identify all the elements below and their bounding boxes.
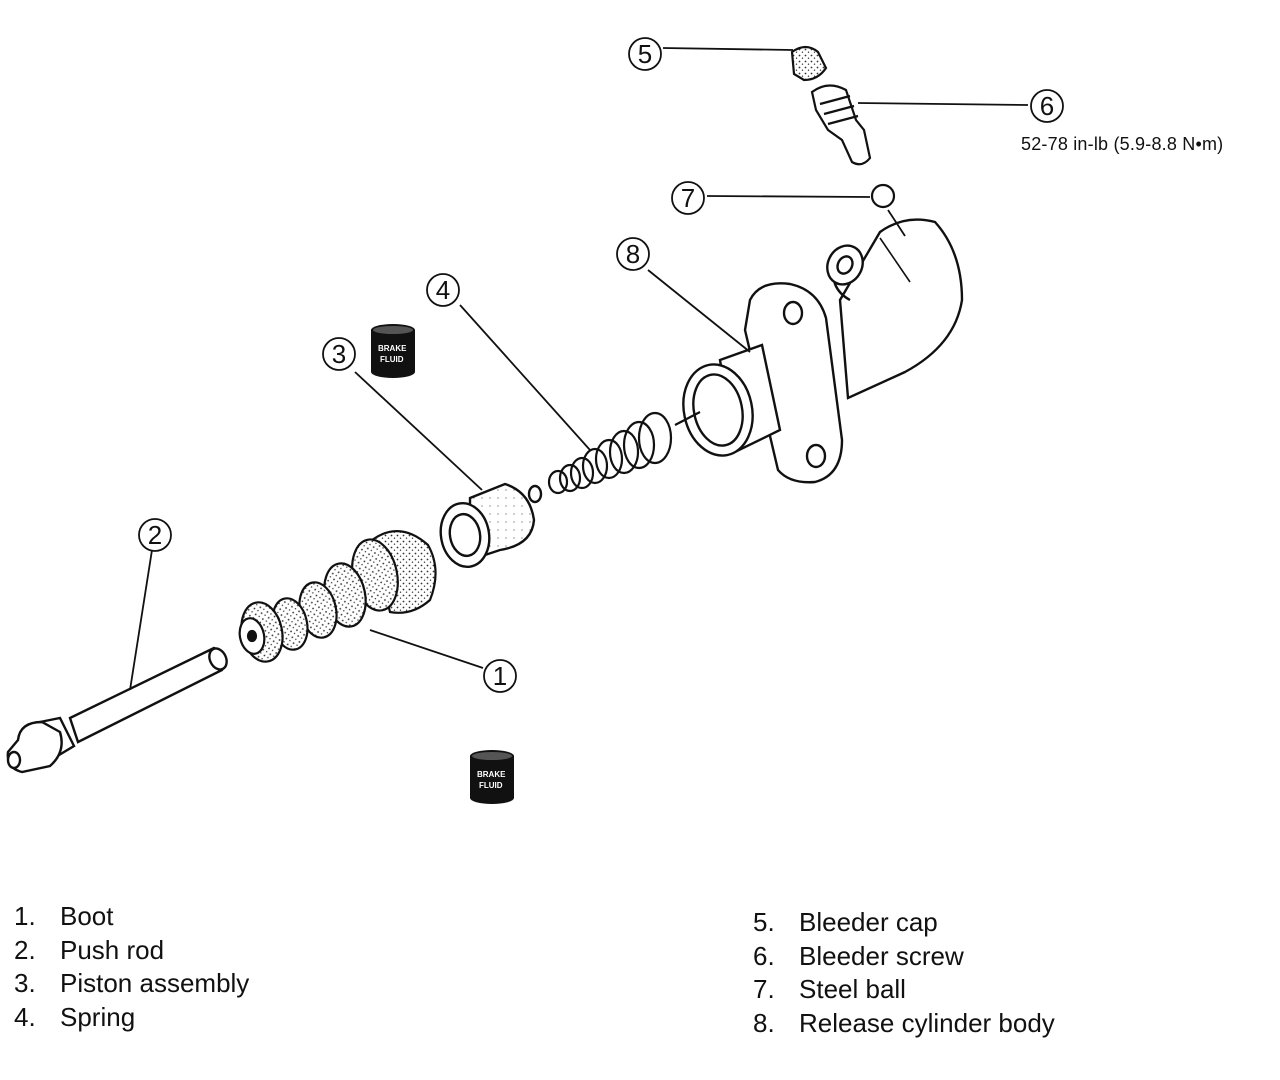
legend-label: Piston assembly <box>60 968 250 998</box>
release-cylinder-body <box>682 218 964 484</box>
legend-item: 2. Push rod <box>14 934 249 968</box>
legend-number: 4. <box>14 1001 36 1032</box>
callout-8: 8 <box>616 237 650 271</box>
legend-number: 2. <box>14 934 36 965</box>
legend-item: 3. Piston assembly <box>14 967 249 1001</box>
bleeder-screw <box>810 84 872 166</box>
badge-line1: BRAKE <box>477 770 506 779</box>
callout-3: 3 <box>322 337 356 371</box>
torque-spec: 52-78 in-lb (5.9-8.8 N•m) <box>1021 134 1224 154</box>
callout-2: 2 <box>138 518 172 552</box>
legend-item: 5. Bleeder cap <box>753 906 1055 940</box>
legend-left: 1. Boot 2. Push rod 3. Piston assembly 4. Sp… <box>14 900 249 1034</box>
legend-number: 8. <box>753 1007 775 1038</box>
bleeder-cap <box>790 45 828 82</box>
badge-line2: FLUID <box>380 355 404 364</box>
legend-item: 8. Release cylinder body <box>753 1007 1055 1041</box>
legend-number: 6. <box>753 940 775 971</box>
legend-label: Boot <box>60 901 114 931</box>
legend-item: 1. Boot <box>14 900 249 934</box>
callout-6: 6 <box>1030 89 1064 123</box>
callout-4: 4 <box>426 273 460 307</box>
callout-7: 7 <box>671 181 705 215</box>
callout-number: 6 <box>1040 91 1054 121</box>
legend-number: 7. <box>753 974 775 1004</box>
steel-ball <box>870 183 896 209</box>
legend-label: Bleeder cap <box>799 907 938 937</box>
callout-number: 1 <box>493 661 507 691</box>
callout-number: 3 <box>332 339 346 369</box>
push-rod <box>6 646 228 774</box>
legend-label: Push rod <box>60 934 165 965</box>
legend-number: 3. <box>14 968 36 998</box>
legend-right: 5. Bleeder cap 6. Bleeder screw 7. Steel ba… <box>753 906 1055 1040</box>
legend-label: Spring <box>60 1001 136 1032</box>
legend-number: 1. <box>14 901 36 931</box>
legend-item: 7. Steel ball <box>753 973 1055 1007</box>
legend-item: 4. Spring <box>14 1001 249 1035</box>
brake-fluid-badge-lower: BRAKE FLUID <box>470 750 514 804</box>
exploded-view-diagram: BRAKE FLUID BRAKE FLUID 5 6 7 8 <box>6 37 1064 804</box>
callout-5: 5 <box>628 37 662 71</box>
badge-line2: FLUID <box>479 781 503 790</box>
callout-number: 4 <box>436 275 450 305</box>
boot <box>238 530 437 663</box>
callout-number: 8 <box>626 239 640 269</box>
legend-label: Release cylinder body <box>799 1007 1055 1038</box>
brake-fluid-badge-upper: BRAKE FLUID <box>371 324 415 378</box>
callout-1: 1 <box>483 659 517 693</box>
legend-label: Steel ball <box>799 974 906 1004</box>
callout-number: 7 <box>681 183 695 213</box>
legend-item: 6. Bleeder screw <box>753 940 1055 974</box>
legend-label: Bleeder screw <box>799 940 964 971</box>
piston-assembly <box>439 482 543 568</box>
callout-number: 5 <box>638 39 652 69</box>
spring <box>547 411 701 495</box>
badge-line1: BRAKE <box>378 344 407 353</box>
legend-number: 5. <box>753 907 775 937</box>
leader-lines <box>129 47 1029 691</box>
callout-number: 2 <box>148 520 162 550</box>
